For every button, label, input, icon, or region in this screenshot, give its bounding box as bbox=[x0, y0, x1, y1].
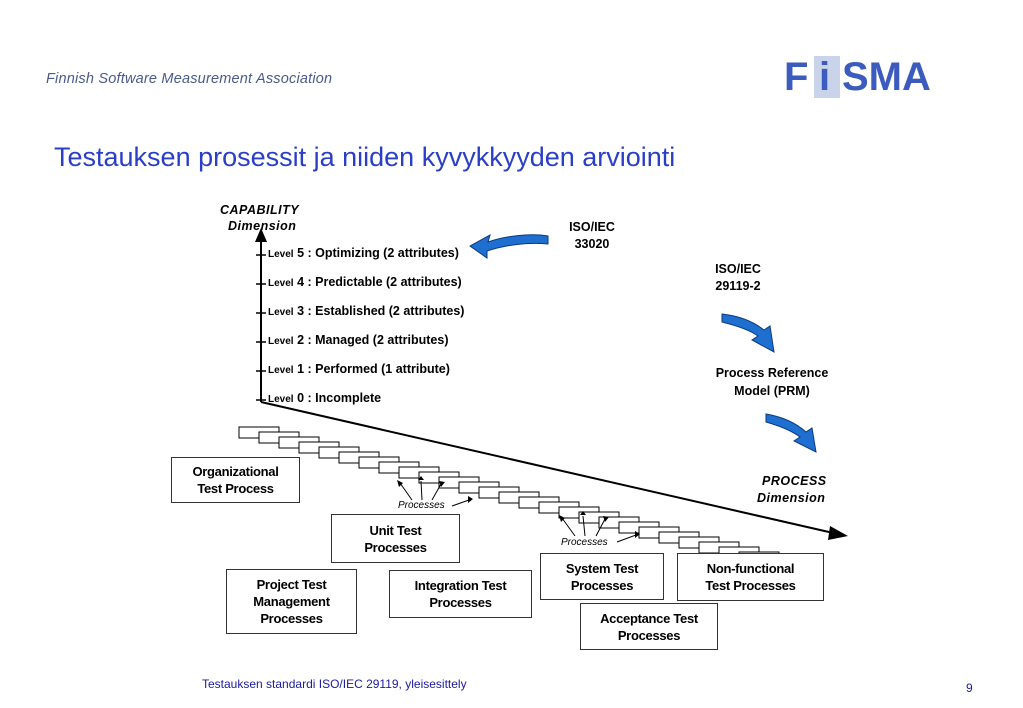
processes-arrows-1 bbox=[399, 480, 470, 507]
slide-title: Testauksen prosessit ja niiden kyvykkyyd… bbox=[54, 142, 676, 172]
fisma-logo: F i SMA bbox=[784, 55, 931, 99]
level-1-label: Level 1 : Performed (1 attribute) bbox=[268, 362, 450, 376]
iso-29119-arrow bbox=[721, 313, 775, 353]
process-axis-title: PROCESS bbox=[762, 474, 827, 488]
processes-arrows-2 bbox=[561, 515, 637, 543]
svg-text:SMA: SMA bbox=[842, 55, 931, 99]
iso-33020-arrow bbox=[469, 233, 549, 259]
processes-arrowheads-2 bbox=[559, 511, 640, 538]
svg-text:F: F bbox=[784, 55, 808, 99]
capability-axis-arrowhead bbox=[255, 228, 267, 242]
process-staircase bbox=[238, 426, 780, 564]
capability-axis-subtitle: Dimension bbox=[228, 219, 297, 233]
process-axis-arrowhead bbox=[828, 526, 848, 540]
processes-label-1: Processes bbox=[398, 500, 445, 511]
level-2-label: Level 2 : Managed (2 attributes) bbox=[268, 333, 449, 347]
level-0-label: Level 0 : Incomplete bbox=[268, 391, 382, 405]
footer-text: Testauksen standardi ISO/IEC 29119, ylei… bbox=[202, 677, 467, 691]
process-axis-line bbox=[260, 401, 843, 536]
prm-arrow bbox=[765, 413, 817, 453]
level-ticks bbox=[256, 254, 266, 401]
page-number: 9 bbox=[966, 681, 973, 695]
organization-name: Finnish Software Measurement Association bbox=[46, 71, 333, 87]
level-4-label: Level 4 : Predictable (2 attributes) bbox=[268, 275, 462, 289]
processes-label-2: Processes bbox=[561, 537, 608, 548]
capability-axis-title: CAPABILITY bbox=[220, 203, 300, 217]
processes-arrowheads-1 bbox=[397, 476, 473, 503]
level-5-label: Level 5 : Optimizing (2 attributes) bbox=[268, 246, 459, 260]
svg-text:i: i bbox=[819, 55, 830, 99]
process-axis-subtitle: Dimension bbox=[757, 491, 826, 505]
level-3-label: Level 3 : Established (2 attributes) bbox=[268, 304, 465, 318]
